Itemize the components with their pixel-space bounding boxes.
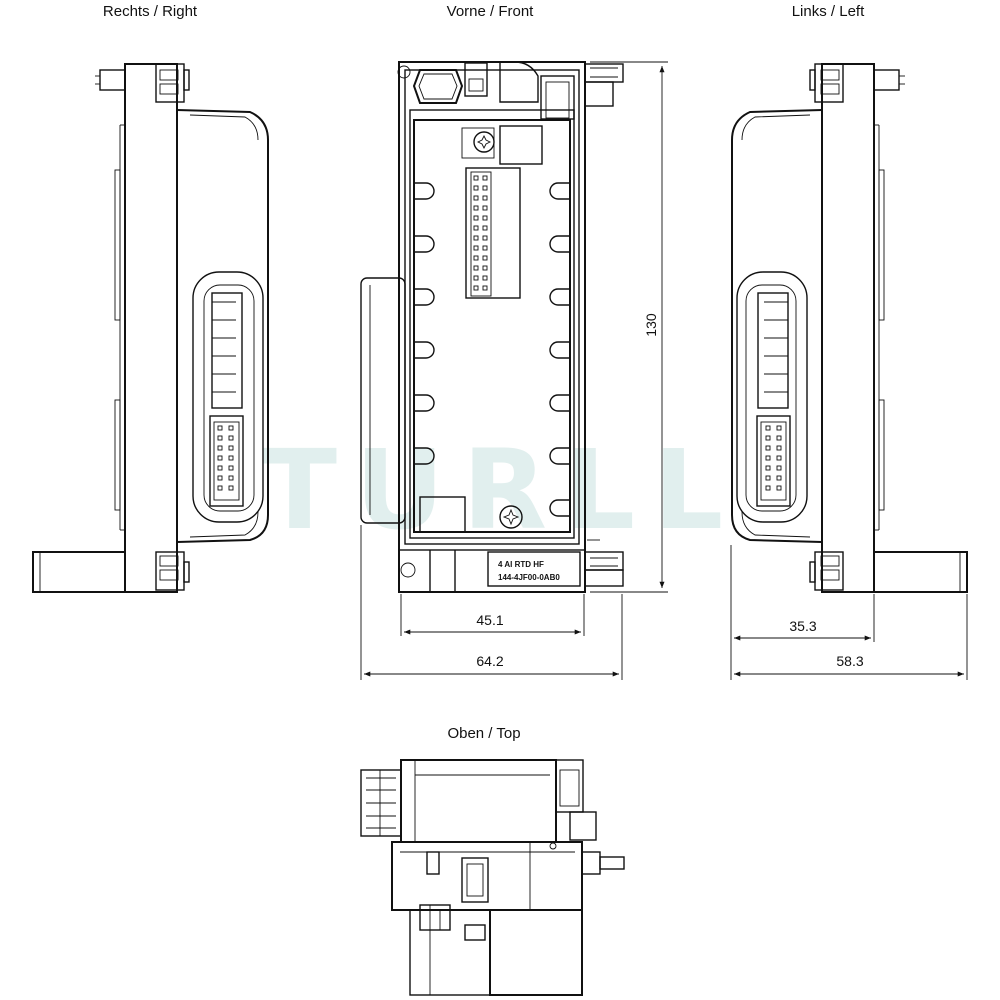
dimension-outer-width: 64.2 [476, 653, 503, 669]
front-view: 4 AI RTD HF 144-4JF00-0AB0 [360, 61, 624, 593]
top-view [360, 759, 625, 996]
view-title-right: Rechts / Right [103, 3, 198, 20]
module-label-order-number: 144-4JF00-0AB0 [498, 573, 560, 582]
left-dimensions: 35.3 58.3 [730, 545, 968, 680]
hex-nut [412, 69, 464, 104]
watermark: TURLL [262, 426, 741, 554]
right-side-view [32, 63, 269, 593]
dimension-left-inner: 35.3 [789, 618, 816, 634]
front-dimensions: 130 45.1 64.2 [360, 61, 668, 680]
module-label-name: 4 AI RTD HF [498, 560, 544, 569]
view-title-left: Links / Left [792, 3, 865, 20]
dimension-left-outer: 58.3 [836, 653, 863, 669]
view-title-top: Oben / Top [447, 725, 520, 742]
left-side-view [731, 63, 968, 593]
dimension-height: 130 [643, 313, 659, 337]
view-title-front: Vorne / Front [447, 3, 535, 20]
dimension-inner-width: 45.1 [476, 612, 503, 628]
